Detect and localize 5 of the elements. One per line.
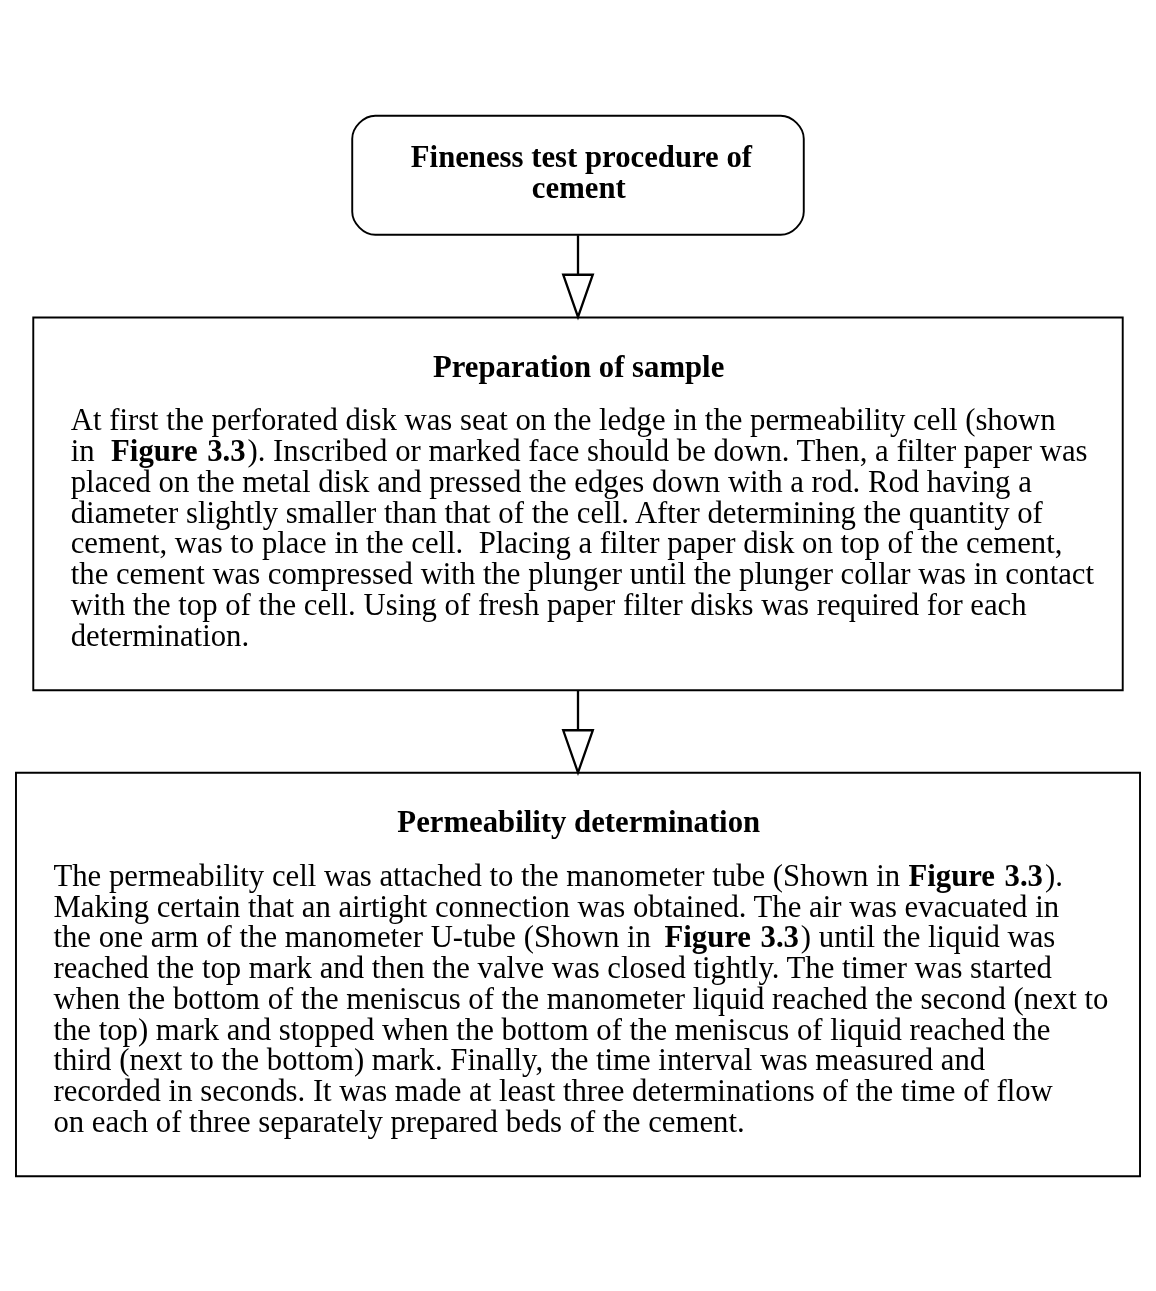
node-box: Permeability determination The permeability cell was attached to the manometer tube (Shown in Figure 3.3). Making certain that an airtight connection was obtained. The air was evacuated in the one arm of the manometer U-tube (Shown in Figure 3.3) until the liquid was reached the top mark and then the valve was closed tightly. The timer was started when the bottom of the meniscus of the manometer liquid reached the second (next to the top) mark and stopped when the bottom of the meniscus of liquid reached the third (next to the bottom) mark. Finally, the time interval was measured and recorded in seconds. It was made at least three determinations of the time of flow on each of three separately prepared beds of the cement. [15,771,1141,1177]
node-box: Fineness test procedure of cement [351,114,805,236]
node-box: Preparation of sample At first the perforated disk was seat on the ledge in the permeability cell (shown in Figure 3.3). Inscribed or marked face should be down. Then, a filter paper was placed on the metal disk and pressed the edges down with a rod. Rod having a diameter slightly smaller than that of the cell. After determining the quantity of cement, was to place in the cell. Placing a filter paper disk on top of the cement, the cement was compressed with the plunger until the plunger collar was in contact with the top of the cell. Using of fresh paper filter disks was required for each determination. [32,316,1124,691]
arrow [561,234,595,320]
arrow [561,689,595,776]
